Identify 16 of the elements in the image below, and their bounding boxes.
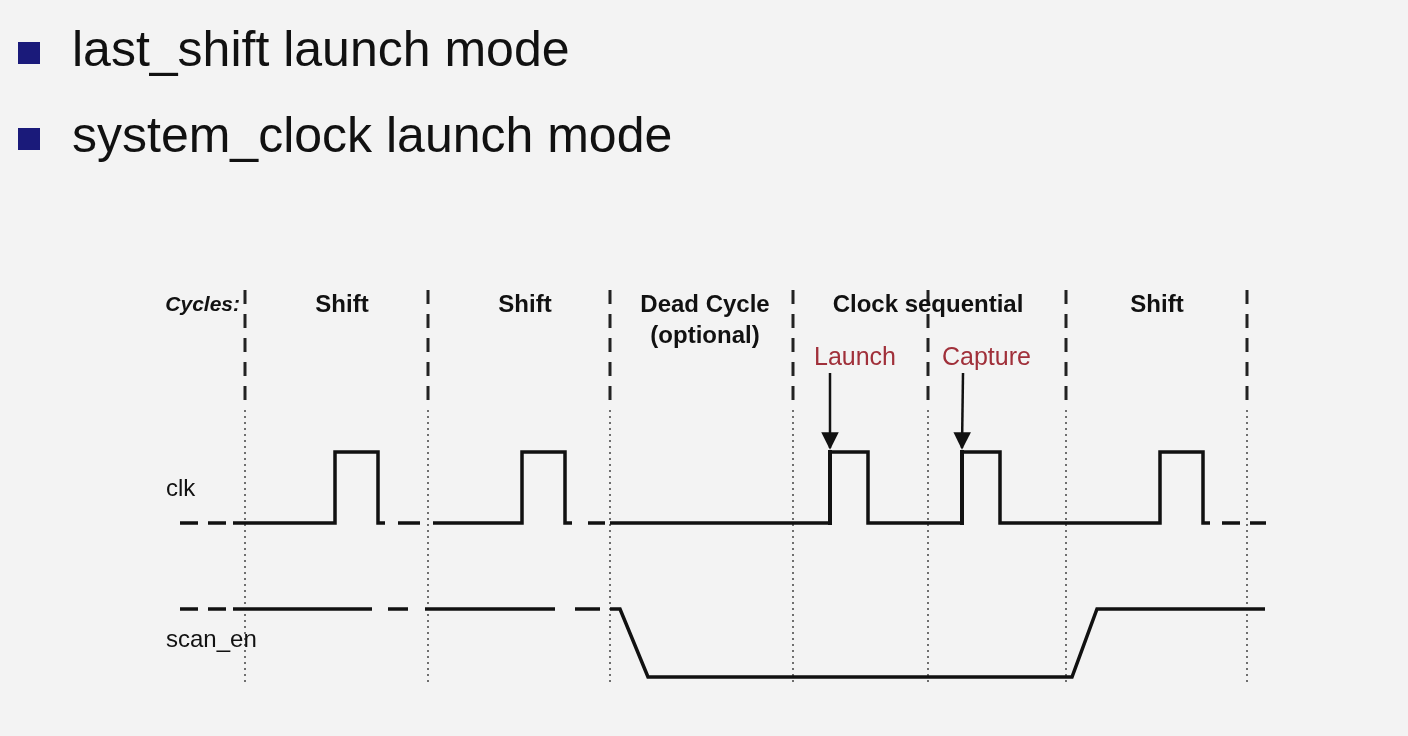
signal-name: clk bbox=[166, 474, 196, 502]
cycle-label: Clock sequential bbox=[831, 289, 1025, 319]
signal-name: scan_en bbox=[166, 625, 257, 653]
clock-rising-edge bbox=[828, 450, 832, 525]
callout-label: Launch bbox=[814, 342, 897, 371]
bullet-text: last_shift launch mode bbox=[72, 20, 570, 78]
arrow bbox=[821, 373, 839, 450]
callout-label: Capture bbox=[942, 342, 1031, 371]
cycle-label: Cycles: bbox=[164, 291, 240, 317]
arrow bbox=[953, 373, 971, 450]
cycle-label: Shift bbox=[314, 289, 370, 319]
bullet-text: system_clock launch mode bbox=[72, 106, 673, 164]
cycle-label: Shift bbox=[1129, 289, 1185, 319]
clock-rising-edge bbox=[960, 450, 964, 525]
cycle-label: Shift bbox=[497, 289, 553, 319]
cycle-label: Dead Cycle (optional) bbox=[639, 289, 771, 350]
